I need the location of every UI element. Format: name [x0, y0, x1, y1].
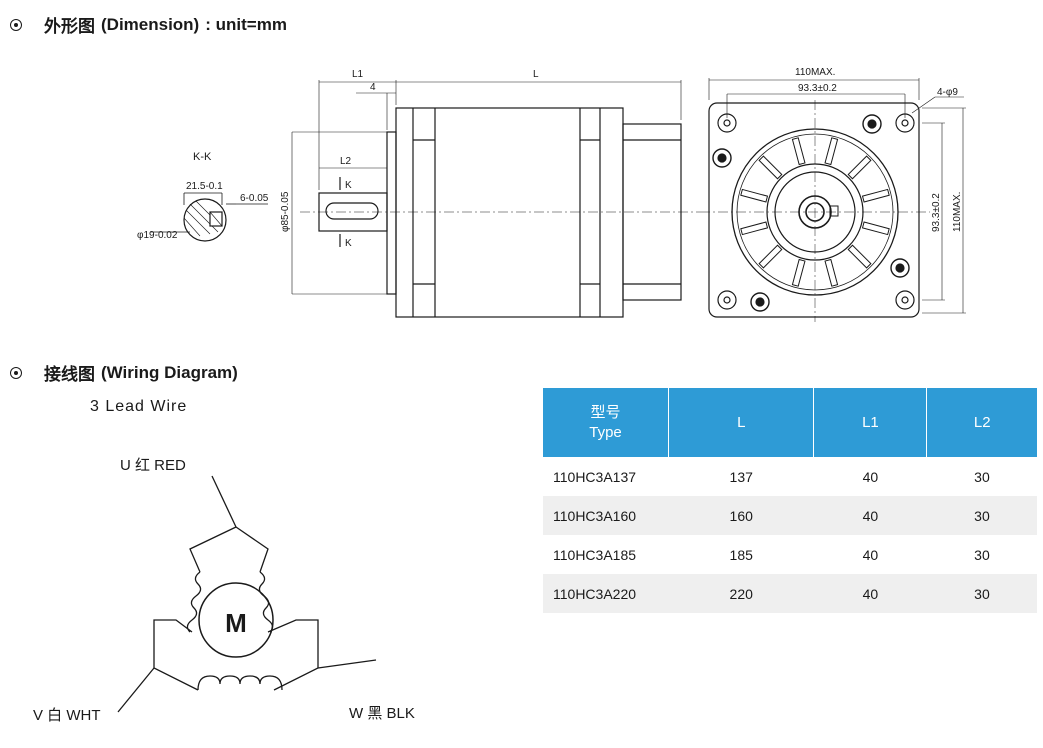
wiring-title-en: (Wiring Diagram): [101, 362, 238, 382]
cooling-fin: [740, 221, 769, 236]
cell-l1: 40: [862, 546, 879, 563]
spec-table: 型号 Type L L1 L2 110HC3A137 137 40 30 110…: [543, 388, 1037, 613]
l2-label: L2: [340, 156, 352, 167]
kk-label: K-K: [193, 151, 212, 163]
cell-type: 110HC3A220: [543, 574, 669, 613]
k-top-label: K: [345, 180, 352, 191]
cell-l: 160: [668, 496, 814, 535]
cooling-fin: [861, 188, 890, 203]
max-110-side-label: 110MAX.: [952, 192, 963, 232]
wiring-diagram: [117, 475, 377, 713]
max-110-top-label: 110MAX.: [795, 67, 835, 78]
l-label: L: [533, 69, 539, 80]
pitch-side-label: 93.3±0.2: [931, 193, 942, 232]
cell-type: 110HC3A160: [543, 496, 669, 535]
cell-l1: 40: [862, 468, 879, 485]
u-lead-label: U 红 RED: [120, 457, 186, 474]
header-type: 型号 Type: [543, 388, 669, 457]
cooling-fin: [791, 137, 806, 166]
cooling-fin: [758, 244, 783, 269]
table-row: 110HC3A185 185 40 30: [543, 535, 1037, 574]
table-row: 110HC3A160 160 40 30: [543, 496, 1037, 535]
motor-circle: [198, 582, 274, 658]
width-21-5-label: 21.5-0.1: [186, 181, 223, 192]
key-width-label: 6-0.05: [240, 193, 269, 204]
pitch-top-label: 93.3±0.2: [798, 83, 837, 94]
cell-l: 220: [668, 574, 814, 613]
cell-type: 110HC3A137: [553, 468, 637, 485]
cell-l1: 40: [813, 496, 927, 535]
cell-l1: 40: [813, 574, 927, 613]
shaft-section: [183, 198, 227, 242]
cell-l2: 30: [926, 574, 1037, 613]
dimension-title-cn: 外形图: [44, 17, 95, 36]
wiring-subtitle: 3 Lead Wire: [90, 398, 188, 415]
pilot-diameter-label: φ85-0.05: [280, 191, 291, 232]
k-bottom-label: K: [345, 238, 352, 249]
cooling-fin: [861, 221, 890, 236]
cell-l: 185: [729, 546, 753, 563]
header-l1: L1: [813, 388, 928, 457]
cooling-fin: [824, 137, 839, 166]
bullet-icon: [10, 366, 22, 379]
table-row: 110HC3A137 137 40 30: [543, 457, 1037, 496]
table-row: 110HC3A220 220 40 30: [543, 574, 1037, 613]
dimension-title-unit: : unit=mm: [205, 14, 287, 34]
l1-label: L1: [352, 69, 364, 80]
header-type-cn: 型号: [590, 403, 621, 421]
header-type-en: Type: [589, 423, 622, 441]
four-mm-label: 4: [370, 82, 376, 93]
header-l: L: [668, 388, 815, 457]
cooling-fin: [758, 155, 783, 180]
motor-front-face: [708, 102, 920, 318]
dimension-section-title: 外形图 (Dimension) : unit=mm: [10, 12, 287, 37]
wiring-section-title: 接线图 (Wiring Diagram): [10, 360, 238, 385]
cell-l2: 30: [974, 546, 990, 563]
cooling-fin: [847, 155, 872, 180]
cell-l2: 30: [974, 468, 990, 485]
cooling-fin: [791, 258, 806, 287]
shaft-diameter-label: φ19-0.02: [137, 230, 178, 241]
table-header-row: 型号 Type L L1 L2: [543, 388, 1037, 457]
cell-l2: 30: [926, 496, 1037, 535]
v-lead-label: V 白 WHT: [33, 707, 101, 724]
header-l2: L2: [926, 388, 1037, 457]
holes-label: 4-φ9: [937, 87, 958, 98]
wiring-title-cn: 接线图: [44, 365, 95, 384]
motor-label: M: [225, 608, 247, 638]
dimension-title-en: (Dimension): [101, 14, 200, 34]
w-lead-label: W 黑 BLK: [349, 705, 415, 722]
cell-l: 137: [729, 468, 753, 485]
cooling-fin: [824, 258, 839, 287]
cooling-fin: [740, 188, 769, 203]
cooling-fin: [847, 244, 872, 269]
cell-type: 110HC3A185: [553, 546, 637, 563]
bullet-icon: [10, 18, 22, 31]
